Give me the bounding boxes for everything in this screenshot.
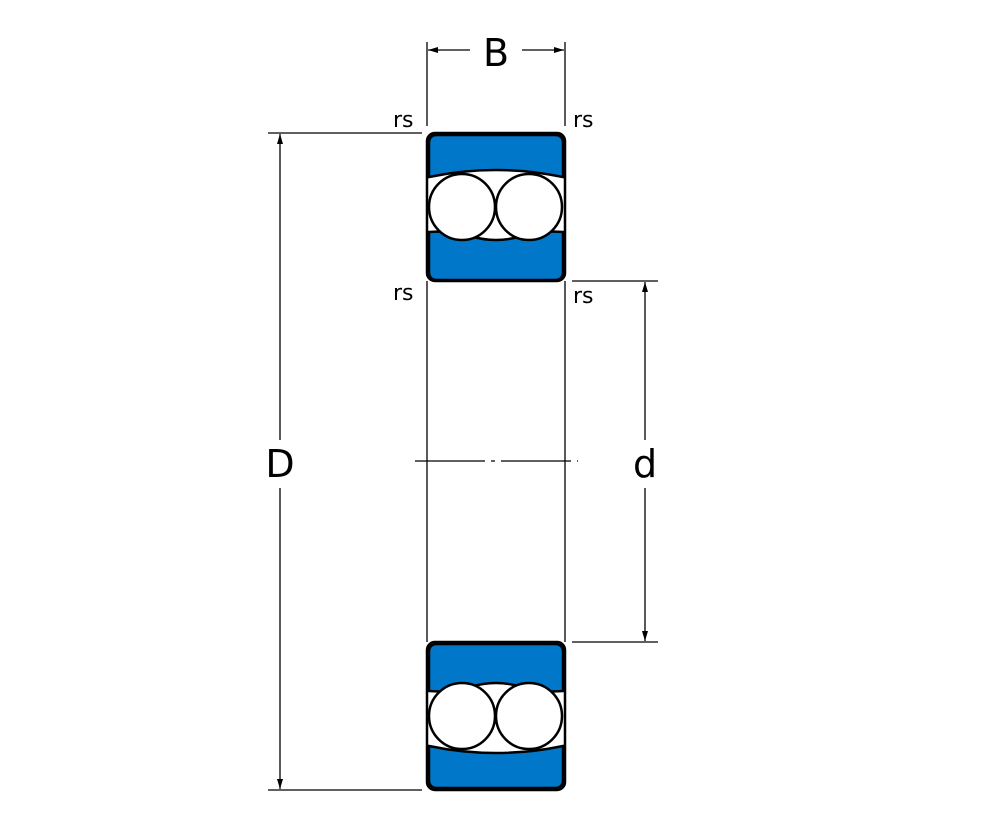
outer-ring	[427, 744, 565, 790]
chamfer-label: rs	[393, 108, 414, 133]
chamfer-label: rs	[393, 281, 414, 306]
chamfer-label: rs	[573, 108, 594, 133]
bearing-section-bottom	[425, 640, 567, 792]
width-dimension: B	[426, 31, 566, 126]
bearing-section-top	[425, 131, 567, 283]
width-label-b: B	[483, 31, 509, 75]
outer-diameter-dimension: D	[265, 132, 422, 791]
bore-diameter-label: d	[633, 442, 657, 486]
outer-ring	[427, 133, 565, 179]
ball	[427, 681, 497, 751]
ball	[494, 681, 564, 751]
chamfer-label: rs	[573, 284, 594, 309]
ball	[427, 172, 497, 242]
bore-diameter-dimension: d	[572, 280, 658, 643]
outer-diameter-label: D	[265, 442, 294, 486]
ball	[494, 172, 564, 242]
inner-ring	[427, 230, 565, 282]
